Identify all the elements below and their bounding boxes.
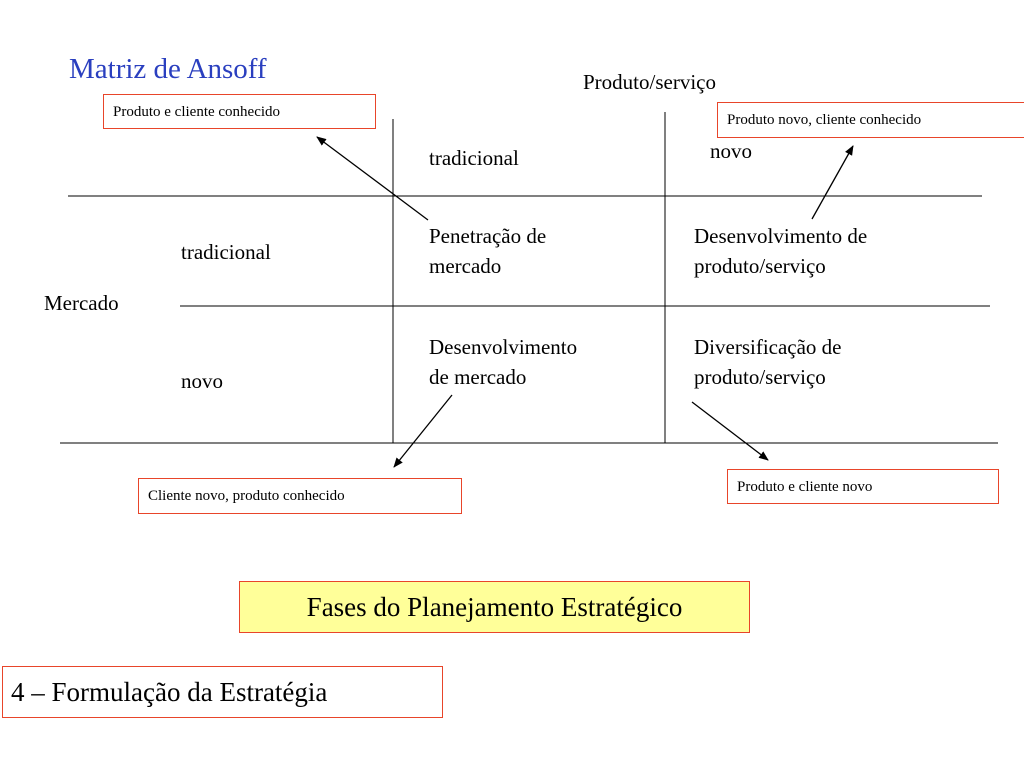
step-label: 4 – Formulação da Estratégia <box>2 666 443 718</box>
arrow-bottom-left <box>393 394 453 468</box>
cell-line: Penetração de <box>429 224 547 248</box>
cell-line: de mercado <box>429 365 527 389</box>
cell-product-development: Desenvolvimento de produto/serviço <box>694 221 867 281</box>
row-header-new: novo <box>181 369 223 393</box>
col-header-traditional: tradicional <box>429 146 519 170</box>
cell-line: Desenvolvimento <box>429 335 578 359</box>
cell-line: produto/serviço <box>694 254 826 278</box>
cell-market-penetration: Penetração de mercado <box>429 221 546 281</box>
phase-banner: Fases do Planejamento Estratégico <box>239 581 750 633</box>
cell-diversification: Diversificação de produto/serviço <box>694 332 842 392</box>
arrow-top-right <box>811 145 854 220</box>
arrow-top-left <box>316 136 429 221</box>
market-axis-label: Mercado <box>44 291 119 315</box>
callout-known-product-client: Produto e cliente conhecido <box>103 94 376 129</box>
row-header-traditional: tradicional <box>181 240 271 264</box>
callout-new-client-known-product: Cliente novo, produto conhecido <box>138 478 462 514</box>
cell-line: produto/serviço <box>694 365 826 389</box>
cell-line: Desenvolvimento de <box>694 224 868 248</box>
product-axis-label: Produto/serviço <box>583 70 716 94</box>
cell-market-development: Desenvolvimento de mercado <box>429 332 577 392</box>
cell-line: mercado <box>429 254 502 278</box>
slide-title: Matriz de Ansoff <box>69 53 267 85</box>
arrow-bottom-right <box>691 401 769 461</box>
callout-new-product-client: Produto e cliente novo <box>727 469 999 504</box>
callout-new-product-known-client: Produto novo, cliente conhecido <box>717 102 1024 138</box>
cell-line: Diversificação de <box>694 335 842 359</box>
col-header-new: novo <box>710 139 752 163</box>
